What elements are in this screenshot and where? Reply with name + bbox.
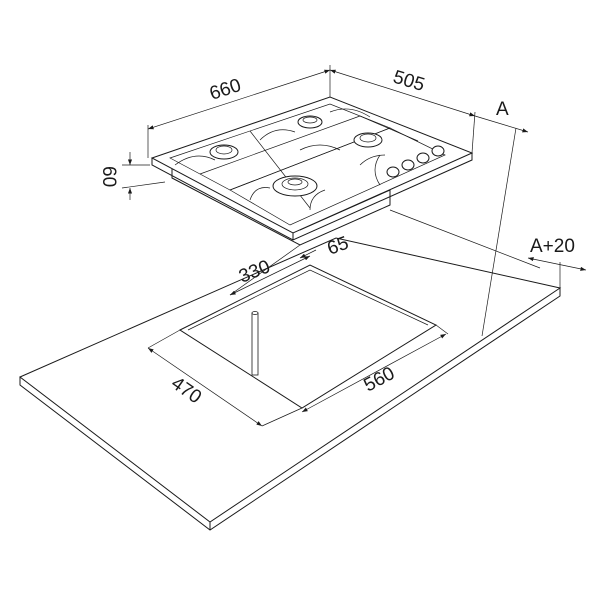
depth-label: 505 [391,67,427,96]
projection-line [389,209,541,269]
dimension-clearance-plus: A+20 [527,236,587,288]
gas-pipe [251,311,259,376]
dimension-clearance: A [474,99,529,337]
burner-icon [297,115,323,129]
width-label: 660 [207,75,244,105]
clearance-label: A [496,99,509,120]
control-knobs [386,145,445,178]
burner-icon [272,175,318,197]
hob [150,96,474,246]
burner-icon [353,132,383,148]
dimension-height: 60 [98,152,166,200]
burner-icon [209,144,239,160]
height-label: 60 [98,166,119,187]
clearance-plus-label: A+20 [530,236,575,257]
